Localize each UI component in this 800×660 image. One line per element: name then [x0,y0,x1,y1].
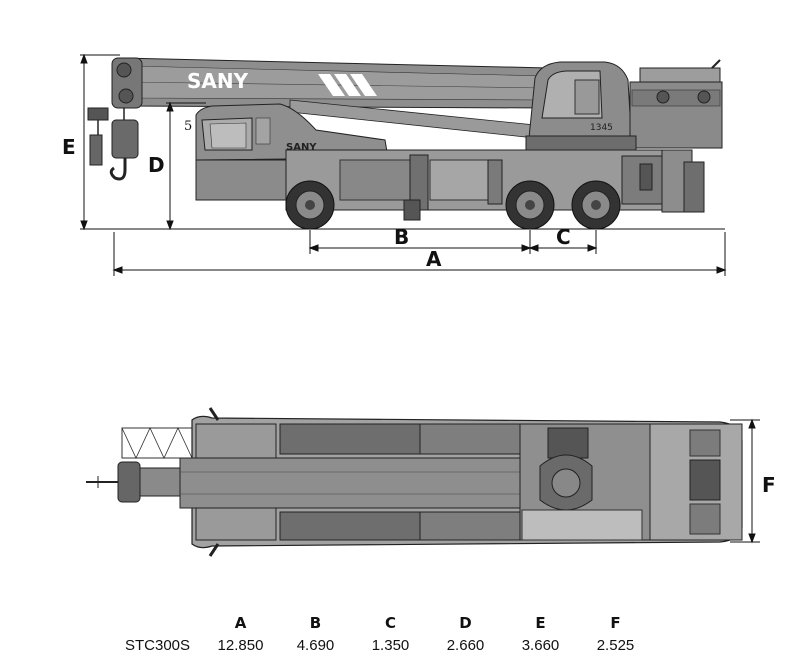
side-view: SANY 1345 [62,53,727,276]
dim-F-label: F [762,473,776,497]
value-B: 4.690 [296,636,335,654]
wheel-rear-2 [571,180,621,230]
boom-head [87,57,143,181]
dim-E-label: E [62,135,76,159]
model-name: STC300S [125,636,191,654]
header-E: E [535,614,546,632]
cab-brand-logo: SANY [286,142,317,153]
value-F: 2.525 [596,636,635,654]
value-A: 12.850 [217,636,264,654]
header-F: F [610,614,621,632]
boom-tip-top [86,427,193,503]
dim-E [80,53,120,231]
boom-top [179,457,541,509]
dim-C [528,230,598,254]
top-view: F [86,407,776,557]
dim-A-label: A [426,247,442,271]
dim-B-label: B [394,225,409,249]
header-D: D [459,614,472,632]
header-A: A [234,614,247,632]
value-D: 2.660 [446,636,485,654]
dim-D [166,101,206,231]
dim-D-label: D [148,153,165,177]
header-B: B [309,614,322,632]
dim-C-label: C [556,225,571,249]
dim-B [308,230,532,254]
chassis [285,149,705,221]
dimension-table: A B C D E F STC300S 12.850 4.690 1.350 2… [125,612,653,656]
dim-A [112,232,727,276]
header-model [125,612,203,634]
hook-icon [109,158,127,181]
wheel-rear-1 [505,180,555,230]
boom-brand-logo: SANY [187,69,249,93]
table-header-row: A B C D E F [125,612,653,634]
header-C: C [384,614,396,632]
value-E: 3.660 [521,636,560,654]
hook-mark: 5 [184,119,192,134]
wheel-front [285,180,335,230]
dim-F [730,418,760,544]
table-row: STC300S 12.850 4.690 1.350 2.660 3.660 2… [125,634,653,656]
wheels [285,180,621,230]
turret: 1345 [525,59,723,155]
carrier-cab: SANY 5 [184,103,389,201]
turret-plate: 1345 [590,123,613,133]
value-C: 1.350 [371,636,410,654]
boom: SANY [121,57,549,109]
